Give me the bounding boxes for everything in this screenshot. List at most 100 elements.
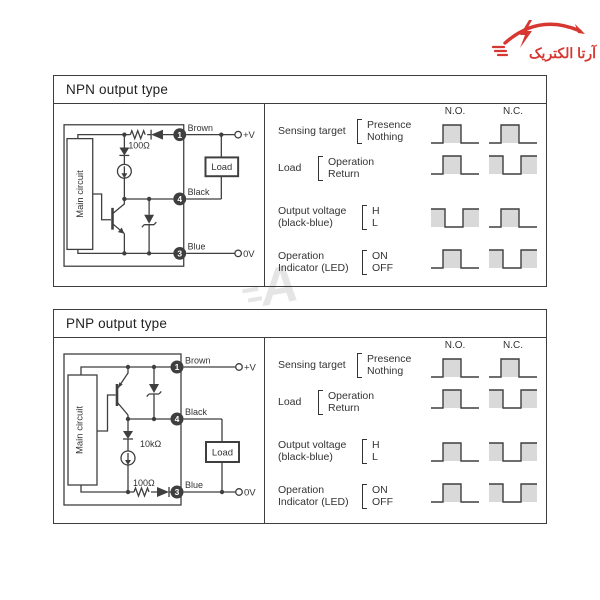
bracket [362, 484, 367, 509]
black-wire-label: Black [185, 407, 208, 417]
bracket [318, 390, 323, 415]
terminal-3 [170, 485, 184, 499]
brand-logo: آرتا الکتریک [491, 12, 598, 62]
npn-circuit: 1 4 3 Brown Black Blue 100Ω Load +V 0V M… [54, 104, 264, 287]
option-bottom: OFF [372, 495, 393, 508]
terminal-3 [173, 246, 187, 260]
row-label: Operation [278, 484, 325, 496]
vplus-label: +V [244, 363, 257, 374]
pull-resistor-value-label: 10kΩ [140, 439, 162, 449]
option-top: H [372, 205, 380, 217]
bracket [362, 439, 367, 464]
resistor-value-label: 100Ω [133, 478, 155, 488]
bracket [362, 250, 367, 275]
main-circuit-label: Main circuit [75, 406, 86, 454]
waveform-load-no [430, 154, 480, 176]
waveform-output-nc [488, 207, 538, 229]
load-label: Load [211, 161, 232, 172]
terminal-1 [170, 360, 184, 374]
vplus-terminal-circle [235, 363, 243, 371]
load-box [205, 441, 240, 463]
resistor-symbol [133, 486, 150, 498]
vzero-label: 0V [244, 488, 256, 499]
row-label: Sensing target [278, 124, 346, 137]
reverse-diode-symbol [151, 129, 163, 140]
npn-panel-body: 1 4 3 Brown Black Blue 100Ω Load +V 0V M… [54, 104, 546, 287]
junction-dot [125, 364, 131, 370]
terminal-4 [170, 412, 184, 426]
vzero-terminal-circle [234, 249, 243, 258]
row-label-2: (black-blue) [278, 450, 333, 463]
terminal-3-number: 3 [175, 487, 180, 497]
brown-wire-label: Brown [185, 356, 211, 366]
bracket [357, 119, 362, 144]
logo-swoosh-arc [503, 22, 582, 45]
waveform-sensing-nc [488, 357, 538, 379]
resistor-value-label: 100Ω [128, 141, 150, 151]
lightning-bolt-icon [520, 20, 532, 48]
waveform-sensing-nc [488, 123, 538, 145]
row-label: Load [278, 395, 302, 408]
resistor-symbol [129, 128, 146, 141]
sensor-outline [63, 353, 182, 506]
option-top: Operation [328, 156, 375, 168]
row-label-2: (black-blue) [278, 216, 333, 229]
terminal-1 [173, 128, 187, 142]
pnp-circuit: 1 4 3 Brown Black Blue 10kΩ 100Ω Load +V… [54, 338, 264, 524]
bracket [362, 205, 367, 230]
waveform-output-no [430, 207, 480, 229]
vplus-terminal-circle [234, 130, 243, 139]
option-top: H [372, 439, 380, 451]
row-label: Sensing target [278, 358, 346, 371]
panel-divider [264, 338, 265, 524]
col-header-nc: N.C. [503, 340, 523, 351]
col-header-no: N.O. [444, 106, 466, 117]
zener-diode-symbol [146, 390, 162, 398]
terminal-4-number: 4 [175, 414, 180, 424]
option-top: Presence [367, 353, 412, 365]
load-box [204, 156, 240, 178]
row-label-2: Indicator (LED) [278, 261, 349, 274]
main-circuit-box [67, 374, 98, 486]
waveform-output-nc [488, 441, 538, 463]
black-wire-label: Black [188, 187, 210, 197]
row-label: Operation [278, 250, 325, 262]
option-top: Presence [367, 119, 412, 131]
waveform-led-no [430, 482, 480, 504]
option-bottom: L [372, 450, 378, 463]
terminal-4-number: 4 [177, 194, 182, 204]
logo-speed-lines [491, 45, 509, 57]
junction-dot [122, 132, 127, 137]
brand-logo-graphic: آرتا الکتریک [491, 20, 597, 62]
option-top: Operation [328, 390, 375, 402]
waveform-output-no [430, 441, 480, 463]
option-top: ON [372, 484, 388, 496]
panel-divider [264, 104, 265, 287]
option-bottom: Return [328, 401, 360, 414]
forward-diode-symbol [157, 487, 169, 497]
option-bottom: L [372, 216, 378, 229]
zener-diode-symbol [141, 221, 157, 228]
option-top: ON [372, 250, 388, 262]
vzero-label: 0V [243, 248, 255, 259]
pnp-panel-title: PNP output type [54, 310, 546, 338]
npn-panel: NPN output type [53, 75, 547, 287]
pnp-panel-body: 1 4 3 Brown Black Blue 10kΩ 100Ω Load +V… [54, 338, 546, 524]
col-header-nc: N.C. [503, 106, 523, 117]
brand-name-text: آرتا الکتریک [529, 44, 597, 62]
brown-wire-label: Brown [188, 123, 213, 133]
option-bottom: Nothing [367, 364, 404, 377]
main-circuit-box [66, 137, 94, 251]
pnp-circuit-diagram: 1 4 3 Brown Black Blue 10kΩ 100Ω Load +V… [63, 353, 257, 506]
row-label: Output voltage [278, 439, 347, 451]
